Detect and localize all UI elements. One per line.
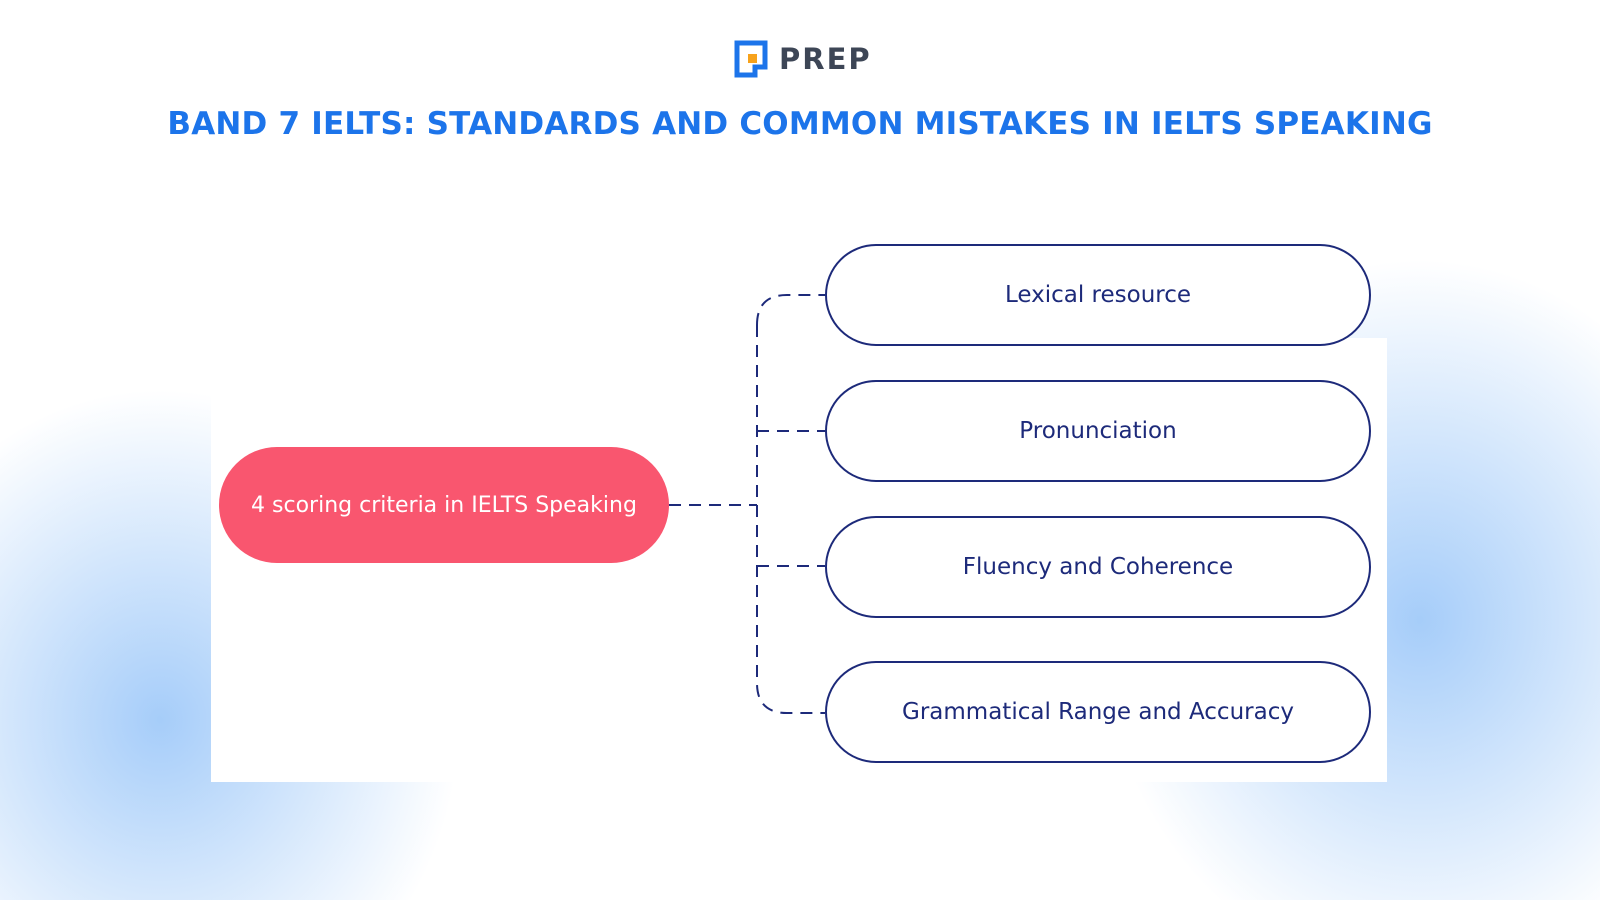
- criterion-node: Grammatical Range and Accuracy: [825, 661, 1371, 763]
- brand: PREP: [733, 38, 872, 80]
- criterion-node: Pronunciation: [825, 380, 1371, 482]
- root-node: 4 scoring criteria in IELTS Speaking: [219, 447, 669, 563]
- criterion-node: Fluency and Coherence: [825, 516, 1371, 618]
- prep-logo-icon: [734, 40, 768, 78]
- criterion-node: Lexical resource: [825, 244, 1371, 346]
- brand-name: PREP: [779, 42, 872, 76]
- page-title: BAND 7 IELTS: STANDARDS AND COMMON MISTA…: [167, 106, 1433, 142]
